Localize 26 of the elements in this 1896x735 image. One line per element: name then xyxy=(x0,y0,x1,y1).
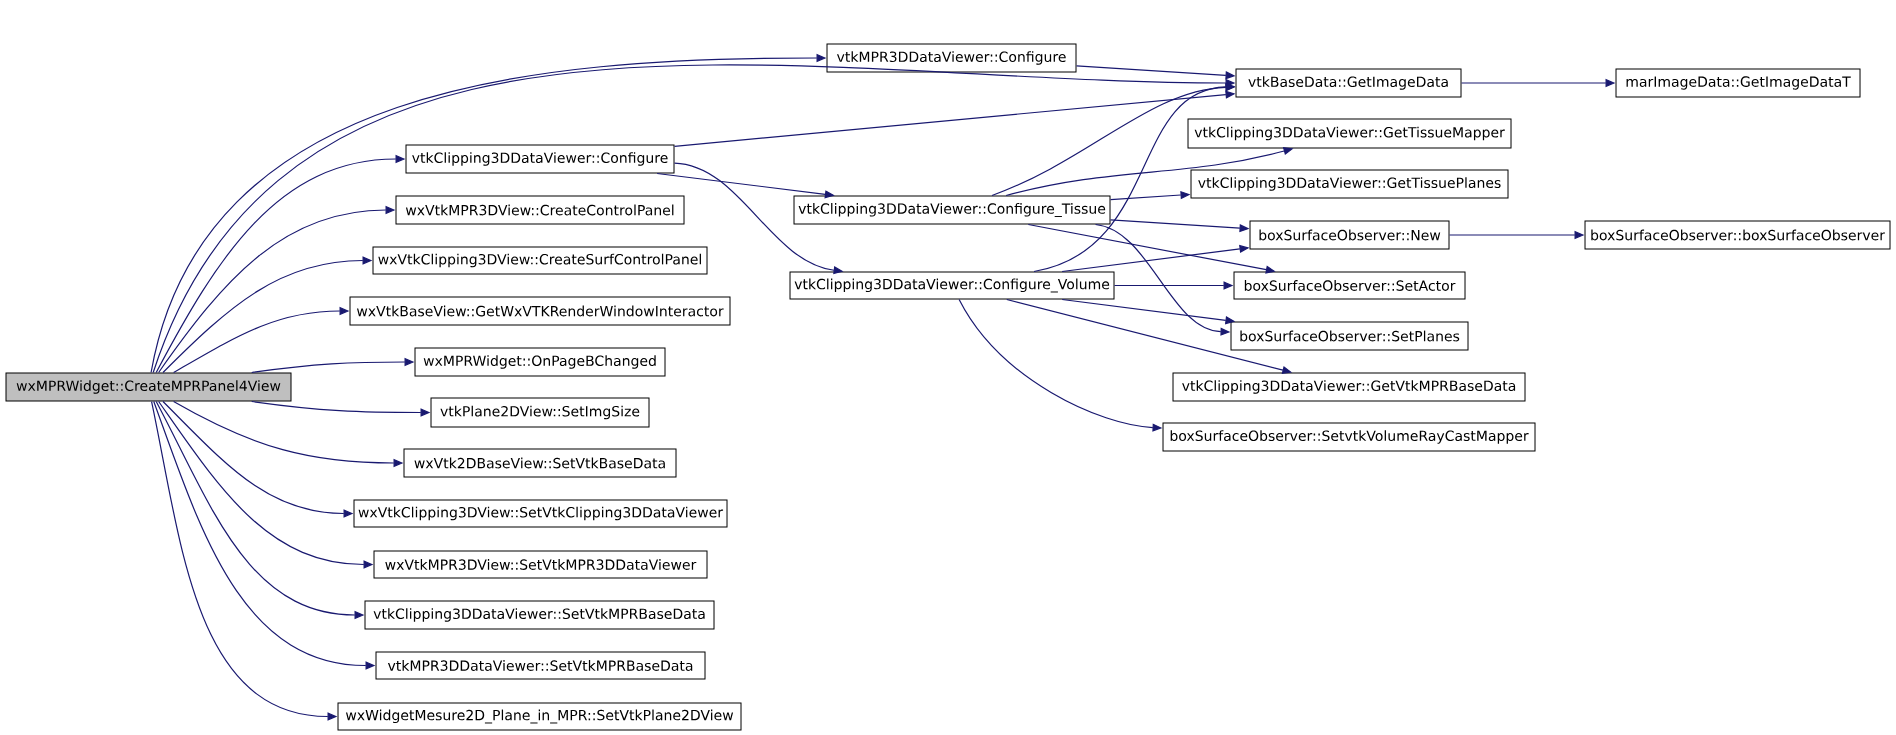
function-box: vtkMPR3DDataViewer::Configure xyxy=(826,43,1077,73)
function-box: wxMPRWidget::OnPageBChanged xyxy=(414,347,666,377)
function-box: vtkClipping3DDataViewer::Configure_Volume xyxy=(789,271,1115,300)
function-box: vtkPlane2DView::SetImgSize xyxy=(430,397,650,428)
function-box: wxVtkClipping3DView::SetVtkClipping3DDataViewer xyxy=(353,499,728,528)
function-box: marImageData::GetImageDataT xyxy=(1615,68,1861,98)
function-box: wxWidgetMesure2D_Plane_in_MPR::SetVtkPlane2DView xyxy=(337,702,742,731)
function-box: vtkClipping3DDataViewer::Configure_Tissue xyxy=(793,195,1111,225)
function-box: boxSurfaceObserver::New xyxy=(1249,220,1450,250)
function-box: boxSurfaceObserver::boxSurfaceObserver xyxy=(1584,220,1891,250)
function-box: vtkClipping3DDataViewer::GetTissuePlanes xyxy=(1190,169,1509,199)
function-box: wxVtkClipping3DView::CreateSurfControlPanel xyxy=(372,246,708,275)
function-box: boxSurfaceObserver::SetvtkVolumeRayCastMapper xyxy=(1162,422,1536,452)
function-box: boxSurfaceObserver::SetActor xyxy=(1233,271,1466,300)
function-box: wxVtkBaseView::GetWxVTKRenderWindowInteractor xyxy=(349,296,731,326)
function-box: vtkBaseData::GetImageData xyxy=(1235,68,1462,98)
function-box: vtkClipping3DDataViewer::GetTissueMapper xyxy=(1187,118,1512,149)
function-box: wxVtkMPR3DView::CreateControlPanel xyxy=(395,195,685,225)
function-box: wxVtkMPR3DView::SetVtkMPR3DDataViewer xyxy=(373,550,708,579)
function-box: wxVtk2DBaseView::SetVtkBaseData xyxy=(403,448,677,478)
function-box: vtkMPR3DDataViewer::SetVtkMPRBaseData xyxy=(375,651,706,680)
function-box: vtkClipping3DDataViewer::SetVtkMPRBaseData xyxy=(364,600,715,630)
function-box: vtkClipping3DDataViewer::Configure xyxy=(405,144,675,174)
function-box: wxMPRWidget::CreateMPRPanel4View xyxy=(5,372,292,402)
function-box: boxSurfaceObserver::SetPlanes xyxy=(1230,321,1469,351)
function-box: vtkClipping3DDataViewer::GetVtkMPRBaseData xyxy=(1172,372,1526,402)
